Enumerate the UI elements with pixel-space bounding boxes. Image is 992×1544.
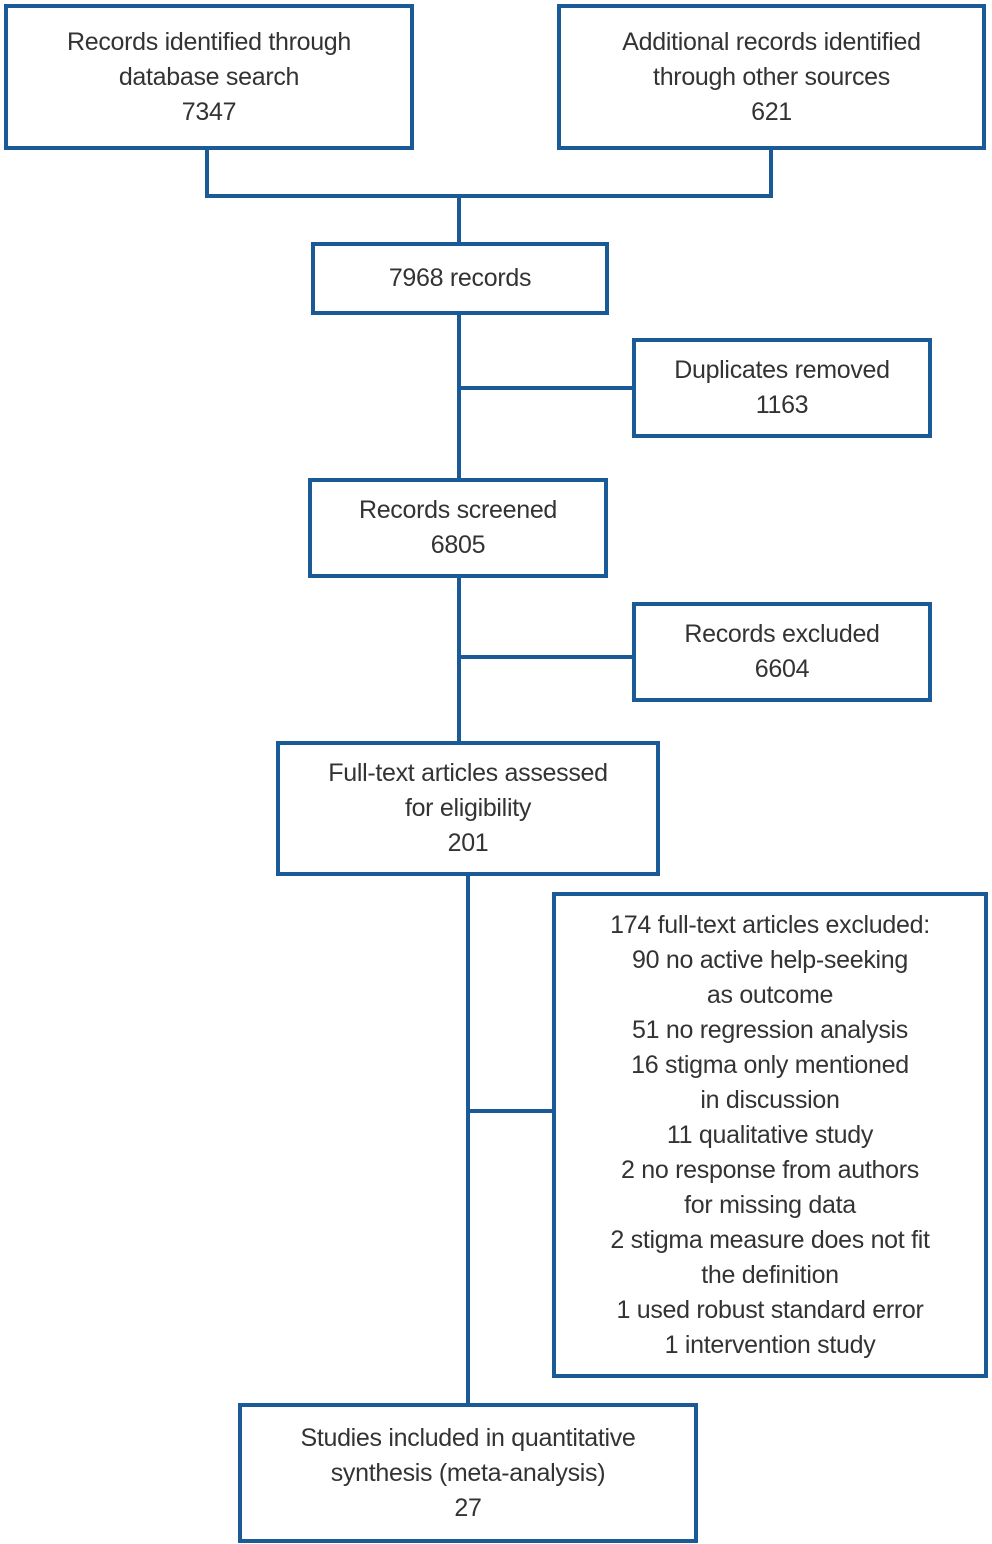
box-count: 6604 [754, 655, 810, 683]
box-fulltext-excluded: 174 full-text articles excluded: 90 no a… [552, 892, 988, 1378]
connector-screened-to-fulltext [457, 578, 461, 741]
connector-excluded-branch [457, 655, 632, 659]
box-text-line: database search [118, 62, 300, 91]
box-additional-records-other-sources: Additional records identified through ot… [557, 4, 986, 150]
box-text-line: Records excluded [684, 620, 880, 648]
box-records-identified-database: Records identified through database sear… [4, 4, 414, 150]
box-text-line: 11 qualitative study [666, 1120, 874, 1149]
box-text-line: 1 intervention study [664, 1330, 876, 1359]
box-text-line: Full-text articles assessed [328, 759, 608, 787]
box-text-line: 90 no active help-seeking [631, 945, 909, 974]
box-count: 6805 [430, 531, 486, 559]
box-included-quantitative-synthesis: Studies included in quantitative synthes… [238, 1403, 698, 1543]
box-count: 7347 [181, 97, 237, 126]
box-text-line: Duplicates removed [674, 356, 890, 384]
box-text-line: in discussion [700, 1085, 840, 1114]
box-count: 27 [454, 1493, 482, 1522]
box-text-line: for missing data [684, 1190, 856, 1219]
box-text-line: 1 used robust standard error [616, 1295, 924, 1324]
connector-duplicates-branch [457, 386, 632, 390]
box-text-line: 16 stigma only mentioned [631, 1050, 909, 1079]
box-text-line: the definition [701, 1260, 839, 1289]
box-text-line: Additional records identified [622, 27, 921, 56]
connector-merge-down [457, 194, 461, 242]
box-text-line: for eligibility [404, 794, 532, 822]
box-records-total: 7968 records [311, 242, 609, 315]
box-text-line: 51 no regression analysis [632, 1015, 908, 1044]
box-text-line: Records identified through [66, 27, 352, 56]
box-records-screened: Records screened 6805 [308, 478, 608, 578]
box-text-line: through other sources [653, 62, 890, 91]
box-text-line: Studies included in quantitative [300, 1423, 636, 1452]
box-count: 621 [751, 97, 792, 126]
connector-records-to-screened [457, 315, 461, 478]
box-text-line: 2 no response from authors [621, 1155, 919, 1184]
box-records-excluded: Records excluded 6604 [632, 602, 932, 702]
connector-fulltext-to-included [466, 876, 470, 1404]
box-duplicates-removed: Duplicates removed 1163 [632, 338, 932, 438]
connector-merge-horizontal [205, 194, 773, 198]
box-fulltext-assessed: Full-text articles assessed for eligibil… [276, 741, 660, 876]
box-count: 201 [447, 829, 489, 857]
box-count: 1163 [755, 391, 809, 419]
box-text-line: 174 full-text articles excluded: [610, 910, 930, 939]
box-text-line: Records screened [358, 496, 558, 524]
box-text-line: 7968 records [388, 264, 532, 292]
connector-other-down [769, 150, 773, 198]
box-text-line: 2 stigma measure does not fit [610, 1225, 930, 1254]
box-text-line: as outcome [706, 980, 834, 1009]
connector-db-down [205, 150, 209, 198]
connector-fulltext-excluded-branch [466, 1109, 552, 1113]
box-text-line: synthesis (meta-analysis) [330, 1458, 606, 1487]
